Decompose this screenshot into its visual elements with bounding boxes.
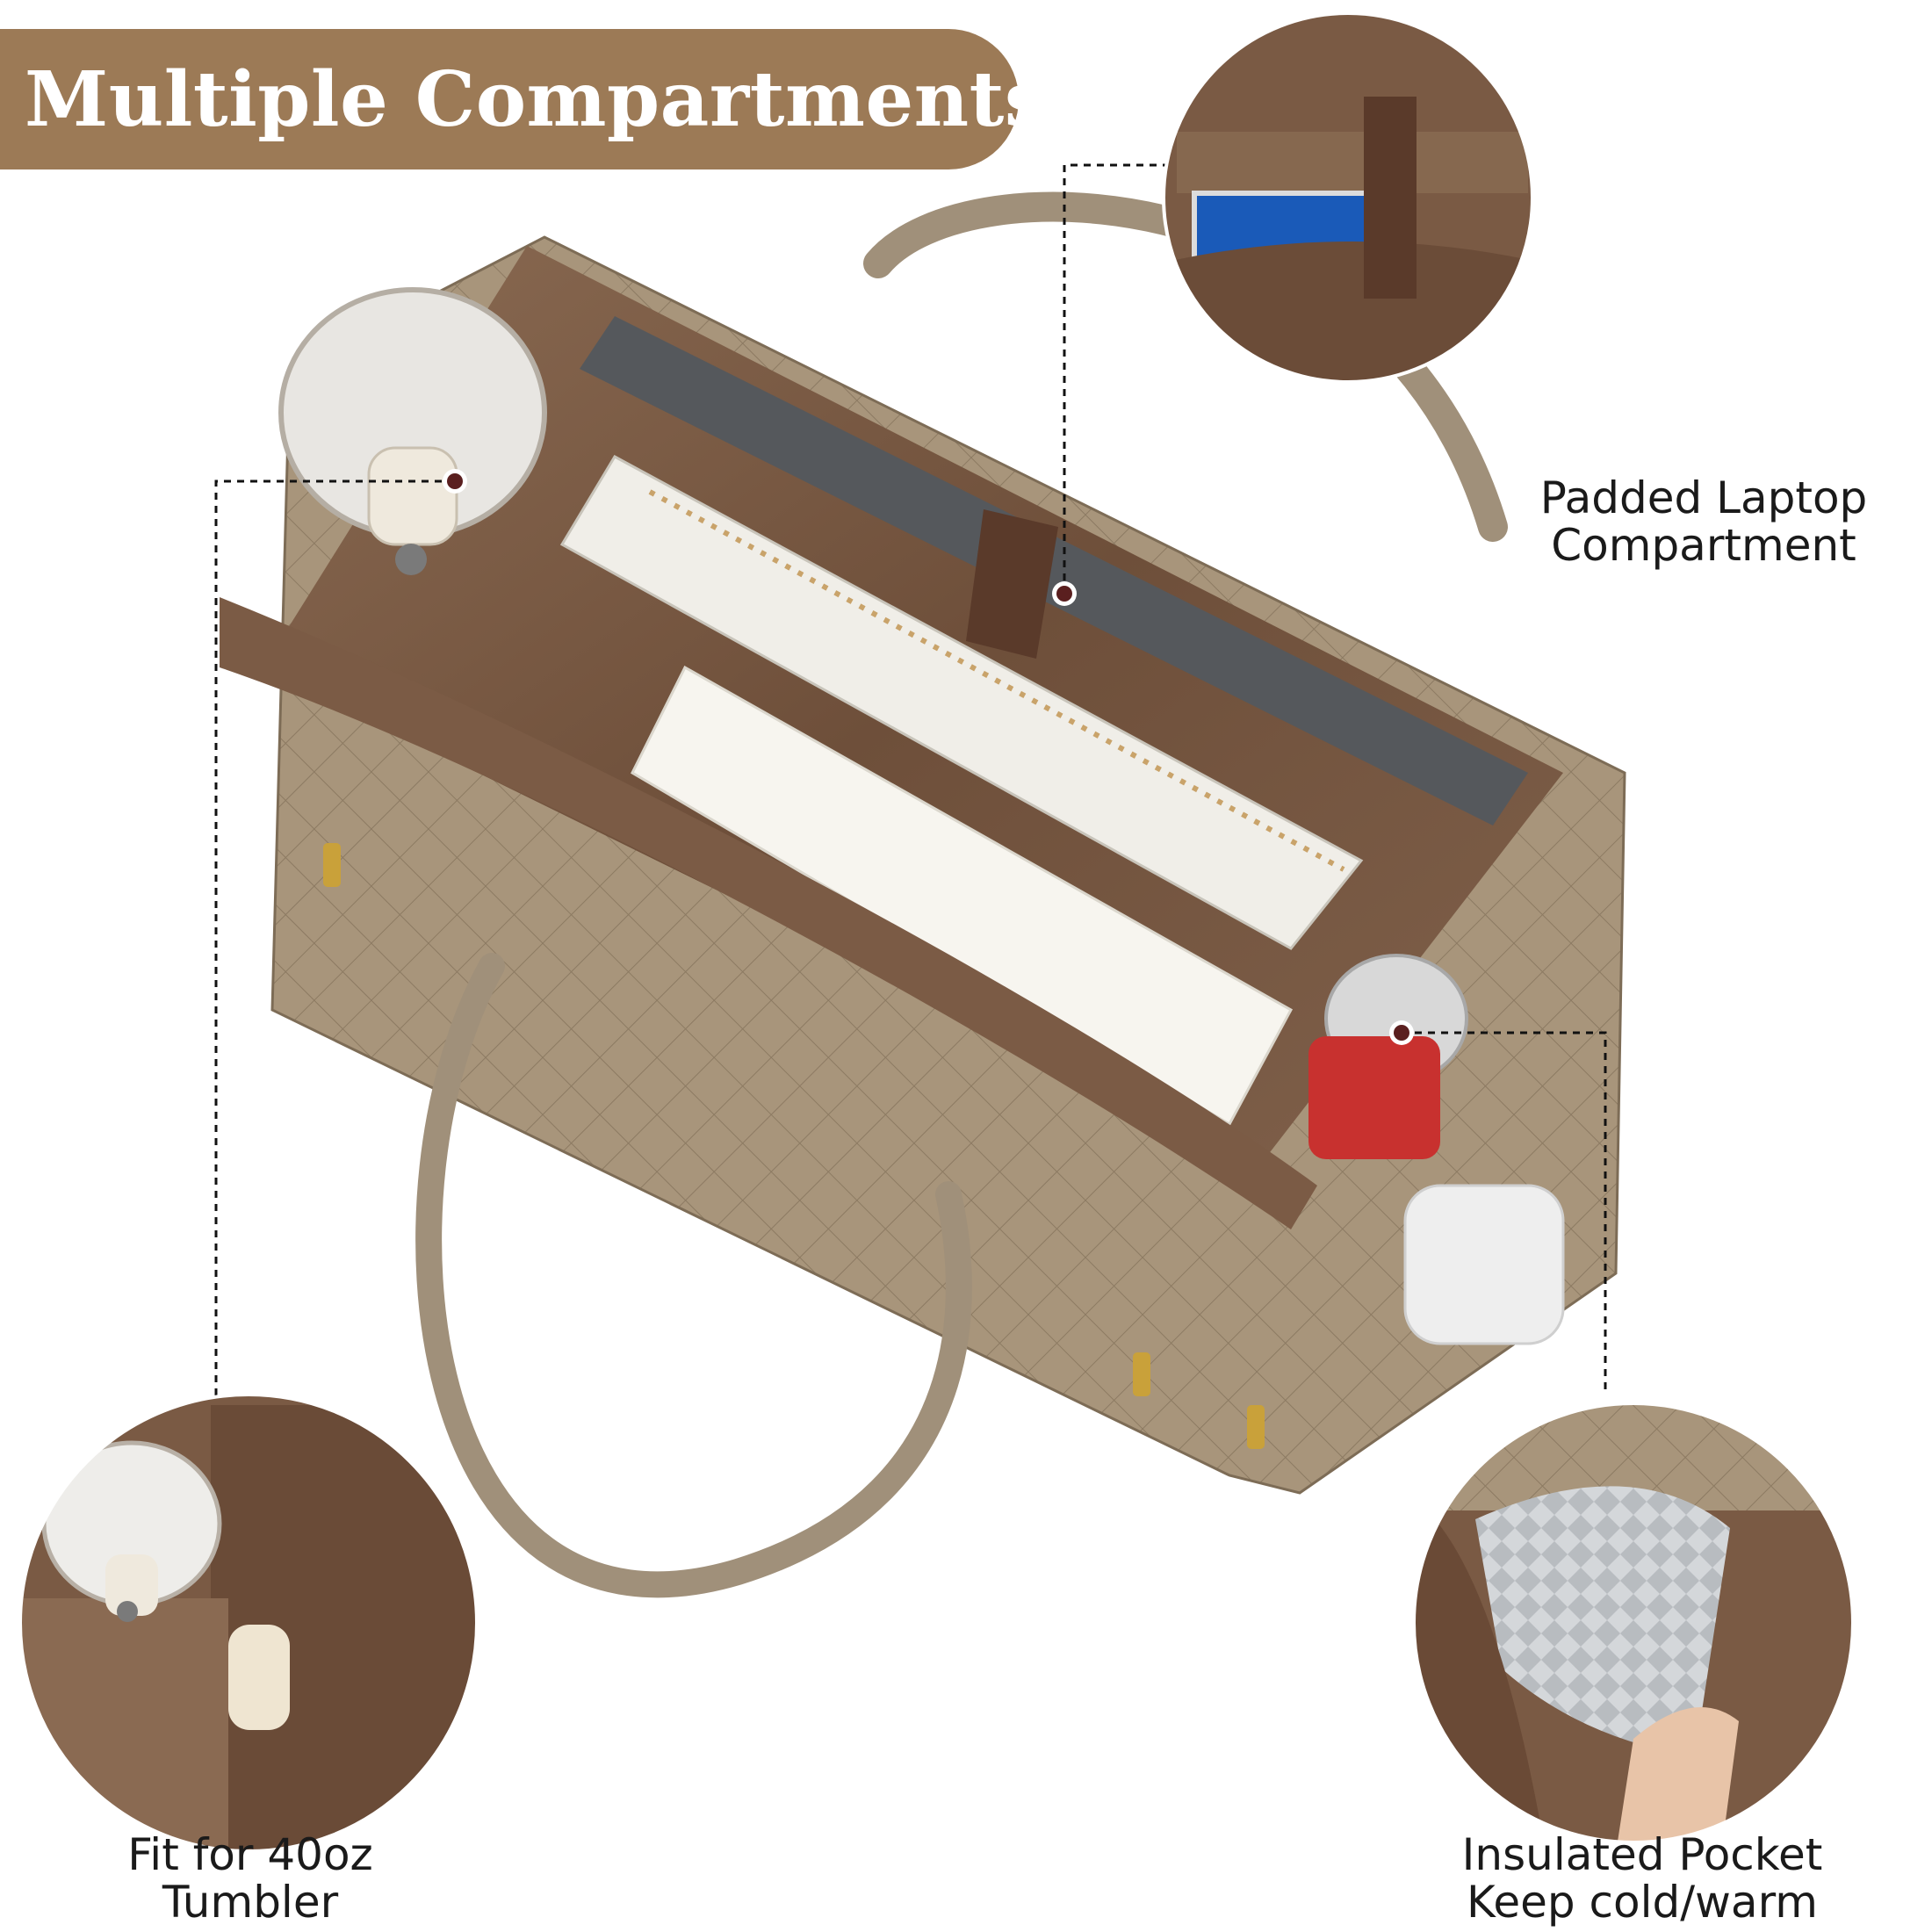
title-banner: Multiple Compartments: [0, 29, 1047, 169]
detail-laptop-compartment: [1162, 11, 1534, 384]
caption-insulated-pocket: Insulated Pocket Keep cold/warm: [1431, 1831, 1853, 1926]
callout-leaders: [214, 163, 1607, 1396]
tumbler-handle: [228, 1625, 290, 1730]
location-dot-icon: [1389, 1020, 1414, 1045]
water-bottle: [1403, 1184, 1565, 1345]
caption-tumbler: Fit for 40oz Tumbler: [79, 1831, 422, 1926]
location-dot-icon: [443, 469, 467, 494]
laptop-strap: [966, 509, 1058, 659]
tote-bag: [220, 191, 1626, 1598]
books: [631, 665, 1294, 1127]
velcro-strap: [1364, 97, 1417, 299]
caption-line: Insulated Pocket: [1461, 1829, 1823, 1880]
caption-line: Fit for 40oz: [127, 1829, 373, 1880]
detail-tumbler-holder: [18, 1393, 479, 1853]
zipper-pull-icon: [1247, 1405, 1265, 1449]
hand: [1616, 1707, 1739, 1842]
leader-insulated: [1402, 1031, 1607, 1392]
front-rim: [220, 597, 1317, 1229]
foil-lining: [1475, 1486, 1730, 1756]
tumbler-spout: [367, 446, 458, 546]
spiral-notebook: [559, 454, 1364, 950]
caption-line: Keep cold/warm: [1467, 1877, 1818, 1928]
banner-title: Multiple Compartments: [25, 54, 1048, 144]
location-dot-icon: [1052, 581, 1077, 606]
soda-can: [1308, 1036, 1440, 1159]
caption-line: Tumbler: [162, 1877, 339, 1928]
caption-line: Compartment: [1551, 520, 1856, 571]
caption-line: Padded Laptop: [1539, 472, 1868, 523]
front-handle: [415, 953, 972, 1598]
laptop: [580, 316, 1528, 825]
zipper-pull-icon: [323, 843, 341, 887]
leader-tumbler: [214, 479, 455, 1396]
leader-laptop: [1063, 163, 1484, 594]
zipper-pull-icon: [1133, 1352, 1150, 1396]
detail-insulated-pocket: [1412, 1402, 1855, 1844]
caption-laptop-compartment: Padded Laptop Compartment: [1493, 474, 1914, 569]
